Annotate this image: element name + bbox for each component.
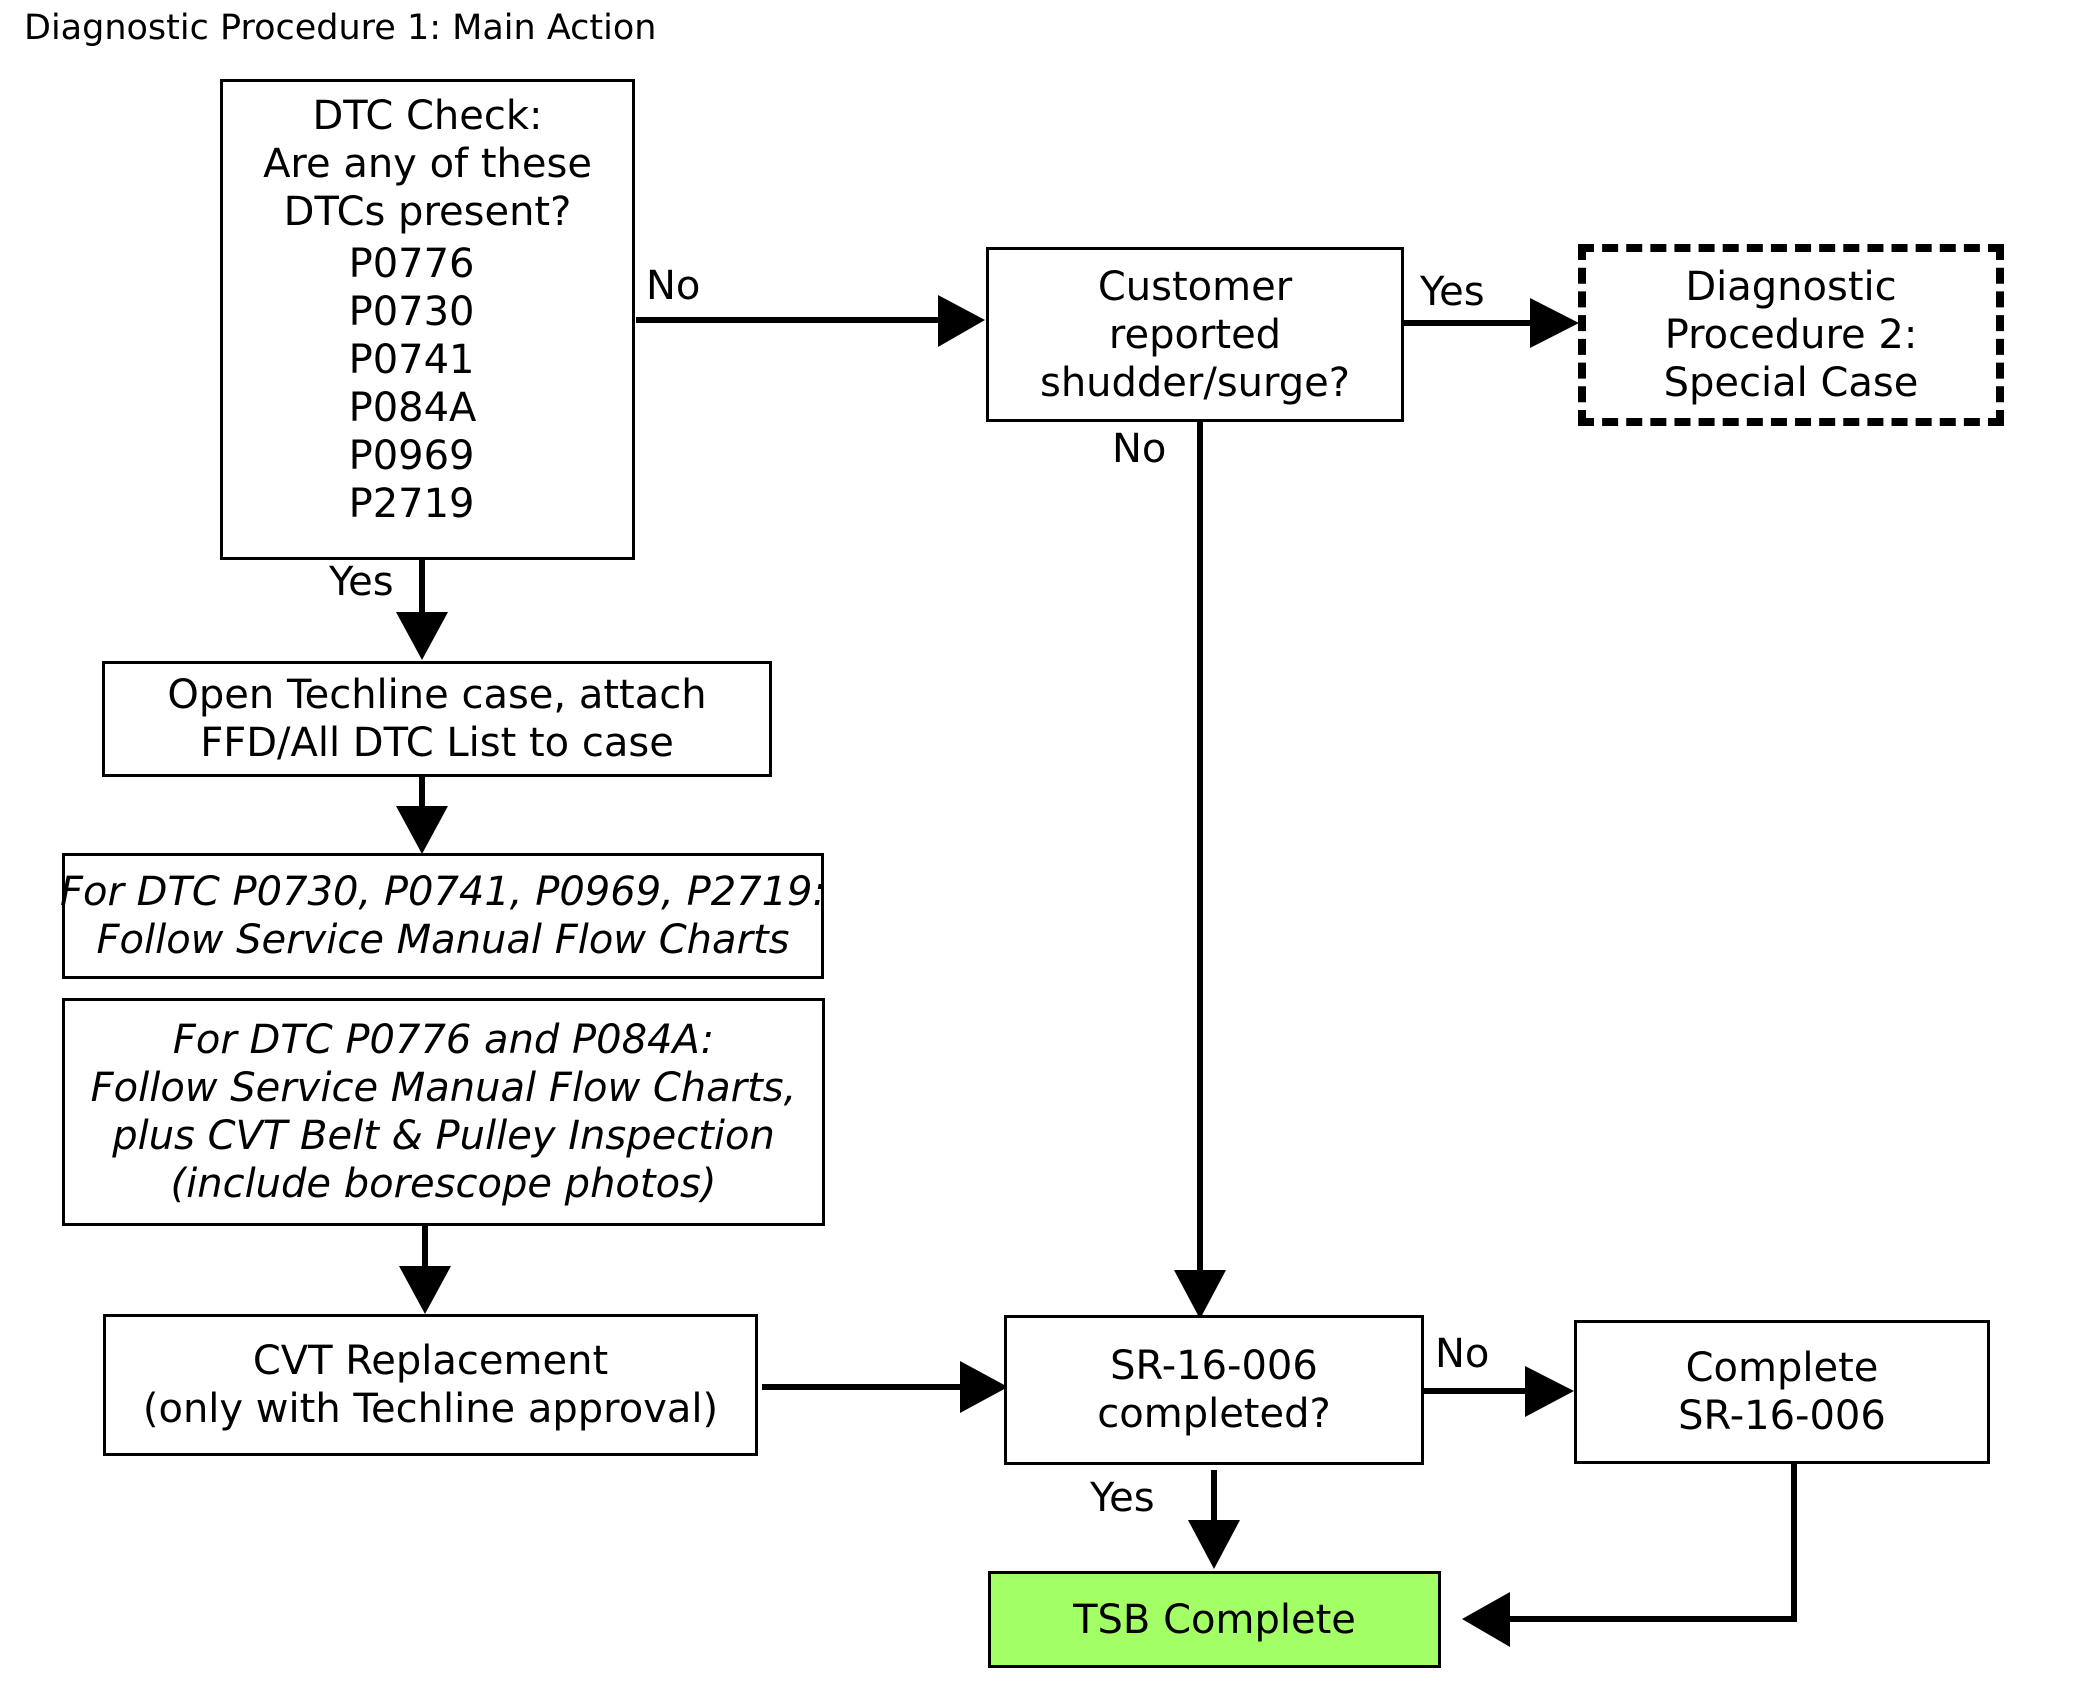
edge-label-dtc-no: No	[646, 263, 701, 309]
open-techline-node: Open Techline case, attach FFD/All DTC L…	[102, 661, 772, 777]
edge-label-dtc-yes: Yes	[329, 559, 394, 605]
dtc-code: P0969	[348, 433, 475, 479]
node-text: Follow Service Manual Flow Charts	[96, 917, 790, 963]
node-text: DTC Check:	[312, 93, 543, 139]
diagnostic-procedure-2-node[interactable]: Diagnostic Procedure 2: Special Case	[1578, 244, 2004, 426]
node-text: CVT Replacement	[252, 1338, 609, 1384]
node-text: (include borescope photos)	[170, 1161, 717, 1207]
arrowhead-to-group-a	[396, 806, 448, 854]
node-text: reported	[1108, 311, 1282, 358]
node-text: DTCs present?	[283, 189, 572, 235]
node-text: For DTC P0730, P0741, P0969, P2719:	[60, 869, 826, 915]
arrowhead-to-customer	[938, 295, 985, 347]
customer-shudder-node: Customer reported shudder/surge?	[986, 247, 1404, 422]
node-text: Customer	[1097, 263, 1293, 310]
arrowhead-to-sr-complete	[1525, 1366, 1574, 1417]
dtc-check-node: DTC Check: Are any of these DTCs present…	[220, 79, 635, 560]
arrowhead-cvt-to-sr	[960, 1361, 1008, 1413]
edge-srcomplete-line	[1502, 1461, 1797, 1622]
node-text: Follow Service Manual Flow Charts,	[90, 1065, 797, 1111]
dtc-code-list: P0776 P0730 P0741 P084A P0969 P2719	[349, 240, 477, 528]
complete-sr-node: Complete SR-16-006	[1574, 1320, 1990, 1464]
dtc-group-a-node: For DTC P0730, P0741, P0969, P2719: Foll…	[60, 853, 826, 979]
dtc-group-b-node: For DTC P0776 and P084A: Follow Service …	[62, 998, 825, 1226]
diagram-title: Diagnostic Procedure 1: Main Action	[24, 8, 657, 48]
arrowhead-to-tsb	[1188, 1520, 1240, 1569]
node-text: Procedure 2:	[1664, 312, 1918, 358]
node-text: SR-16-006	[1110, 1343, 1318, 1389]
arrowhead-to-techline	[396, 612, 448, 660]
dtc-code: P0741	[348, 337, 475, 383]
node-text: shudder/surge?	[1039, 359, 1351, 406]
dtc-code: P084A	[348, 385, 477, 431]
node-text: Diagnostic	[1685, 264, 1897, 310]
node-text: Complete	[1685, 1345, 1879, 1391]
dtc-code: P0730	[348, 289, 475, 335]
sr-completed-check-node: SR-16-006 completed?	[1004, 1315, 1424, 1465]
arrowhead-to-cvt	[399, 1266, 451, 1314]
edge-label-customer-yes: Yes	[1420, 269, 1485, 315]
dtc-code: P0776	[348, 241, 475, 287]
arrowhead-to-sr-check	[1174, 1270, 1226, 1319]
node-text: Are any of these	[263, 141, 592, 187]
edge-label-sr-yes: Yes	[1090, 1475, 1155, 1521]
cvt-replacement-node: CVT Replacement (only with Techline appr…	[103, 1314, 758, 1456]
node-text: completed?	[1097, 1391, 1331, 1437]
edge-label-sr-no: No	[1435, 1331, 1490, 1377]
node-text: TSB Complete	[1073, 1596, 1356, 1643]
node-text: (only with Techline approval)	[142, 1386, 719, 1432]
node-text: FFD/All DTC List to case	[200, 720, 674, 766]
arrowhead-to-diag2	[1530, 298, 1579, 348]
dtc-code: P2719	[348, 481, 475, 527]
node-text: For DTC P0776 and P084A:	[172, 1017, 715, 1063]
node-text: Special Case	[1663, 360, 1919, 406]
node-text: plus CVT Belt & Pulley Inspection	[112, 1113, 775, 1159]
node-text: SR-16-006	[1678, 1393, 1886, 1439]
edge-label-customer-no: No	[1112, 426, 1167, 472]
tsb-complete-node: TSB Complete	[988, 1571, 1441, 1668]
node-text: Open Techline case, attach	[167, 672, 707, 718]
arrowhead-srcomplete-to-tsb	[1462, 1592, 1510, 1647]
